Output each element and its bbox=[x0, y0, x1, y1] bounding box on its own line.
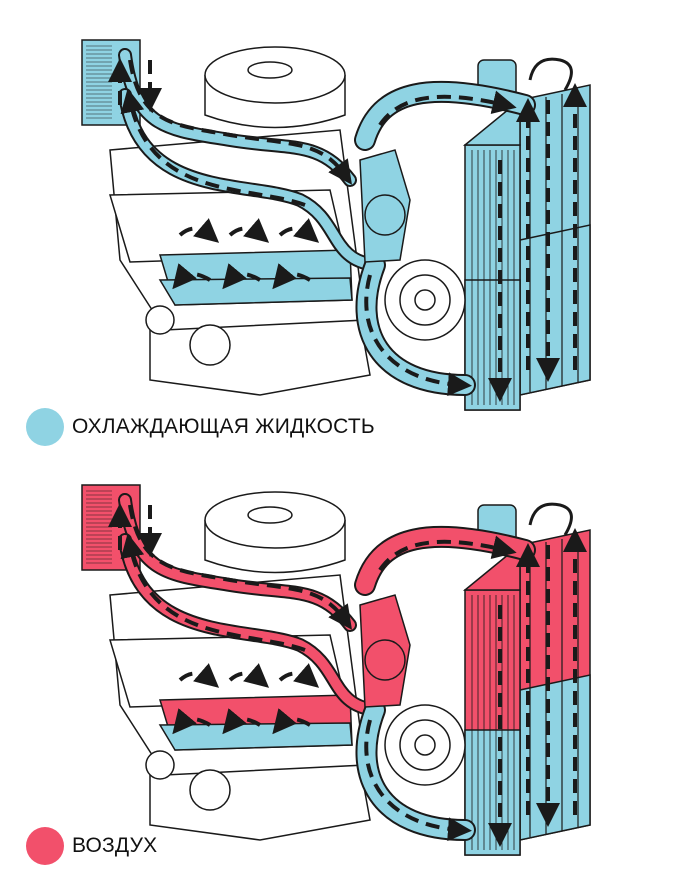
coolant-system-illustration bbox=[81, 39, 591, 411]
flow-arrows bbox=[108, 503, 587, 847]
radiator bbox=[462, 502, 591, 856]
air-cleaner bbox=[204, 46, 346, 129]
flow-arrows bbox=[108, 58, 587, 402]
legend-coolant: ОХЛАЖДАЮЩАЯ ЖИДКОСТЬ bbox=[26, 408, 375, 446]
coolant-color-swatch bbox=[26, 408, 64, 446]
legend-air-label: ВОЗДУХ bbox=[72, 834, 158, 857]
air-color-swatch bbox=[26, 827, 64, 865]
legend-coolant-label: ОХЛАЖДАЮЩАЯ ЖИДКОСТЬ bbox=[72, 415, 375, 438]
legend-air: ВОЗДУХ bbox=[26, 827, 157, 865]
water-pump bbox=[359, 594, 466, 786]
valve-cover bbox=[109, 634, 353, 751]
air-cleaner bbox=[204, 491, 346, 574]
air-in-system-illustration bbox=[81, 484, 591, 856]
water-pump bbox=[359, 149, 466, 341]
valve-cover bbox=[109, 189, 353, 306]
